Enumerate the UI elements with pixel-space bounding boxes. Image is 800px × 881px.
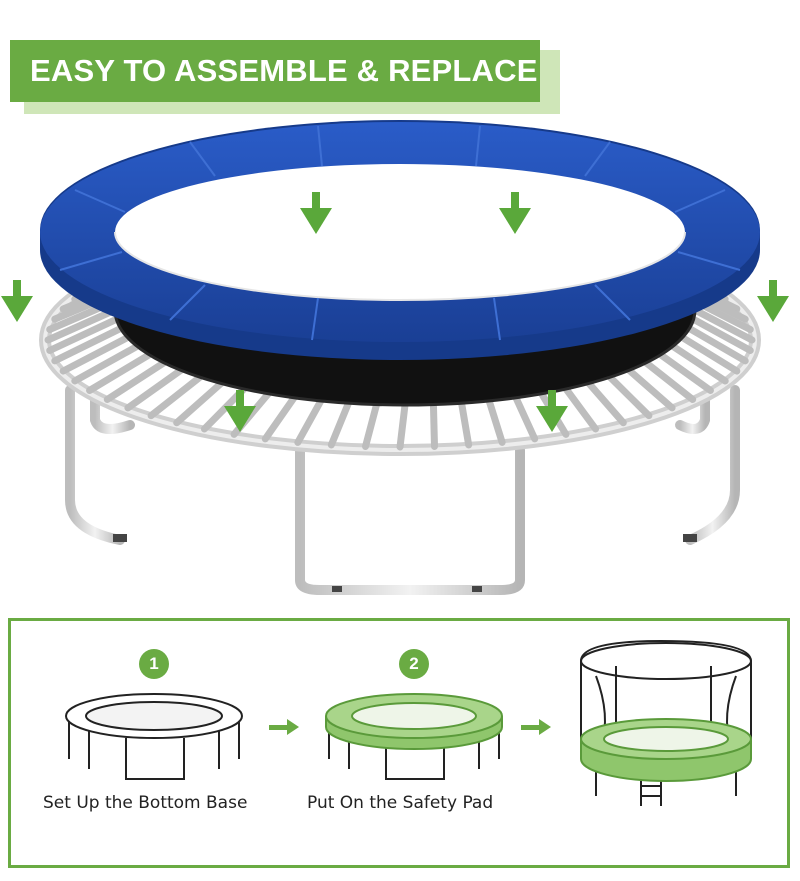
spring <box>51 325 125 365</box>
spring <box>429 401 439 450</box>
leg-foot <box>472 586 482 592</box>
leg-foot <box>683 534 697 542</box>
step-1-label: Set Up the Bottom Base <box>43 793 248 813</box>
spring <box>679 334 741 375</box>
spring <box>103 359 168 403</box>
right-arrow-icon <box>521 719 551 735</box>
down-arrow-icon <box>1 280 33 322</box>
spring <box>512 394 539 443</box>
spring <box>657 351 714 394</box>
step-1-bottom-base <box>65 693 243 780</box>
trampoline-legs <box>65 385 740 595</box>
spring <box>59 334 131 375</box>
spring <box>685 325 749 365</box>
spring <box>294 397 325 446</box>
down-arrow-icon <box>536 390 568 432</box>
leg-foot <box>332 586 342 592</box>
safety-pad <box>40 120 760 360</box>
spring <box>124 366 185 412</box>
spring <box>44 306 119 344</box>
spring <box>173 379 225 427</box>
spring <box>585 379 627 427</box>
down-arrow-icon <box>300 192 332 234</box>
step-2-badge: 2 <box>399 649 429 679</box>
spring <box>327 399 352 449</box>
spring <box>261 394 298 443</box>
steps-diagram <box>65 639 752 806</box>
banner-title: EASY TO ASSEMBLE & REPLACE <box>30 53 538 88</box>
spring <box>691 306 756 344</box>
step-1-badge: 1 <box>139 649 169 679</box>
spring <box>71 342 141 385</box>
spring <box>690 315 754 354</box>
step-2-safety-pad <box>325 693 503 780</box>
spring <box>361 401 381 450</box>
spring <box>46 315 120 354</box>
spring <box>562 385 600 433</box>
spring <box>147 373 204 420</box>
step-3-enclosure <box>580 639 752 806</box>
leg-foot <box>113 534 127 542</box>
banner-bar: EASY TO ASSEMBLE & REPLACE <box>10 40 540 102</box>
down-arrow-icon <box>499 192 531 234</box>
spring <box>669 342 729 385</box>
spring <box>485 397 506 446</box>
step-2-label: Put On the Safety Pad <box>307 793 494 813</box>
spring <box>458 399 473 449</box>
spring <box>642 359 697 403</box>
assembly-steps-panel: 1 2 Set Up the Bottom Base Put On the Sa… <box>8 618 790 868</box>
spring <box>606 373 653 420</box>
down-arrow-icon <box>757 280 789 322</box>
spring <box>396 401 409 451</box>
right-arrow-icon <box>269 719 299 735</box>
spring <box>625 366 676 412</box>
header-banner: EASY TO ASSEMBLE & REPLACE <box>10 40 560 114</box>
trampoline-illustration <box>1 120 789 595</box>
down-arrow-icon <box>224 390 256 432</box>
spring <box>86 351 153 394</box>
